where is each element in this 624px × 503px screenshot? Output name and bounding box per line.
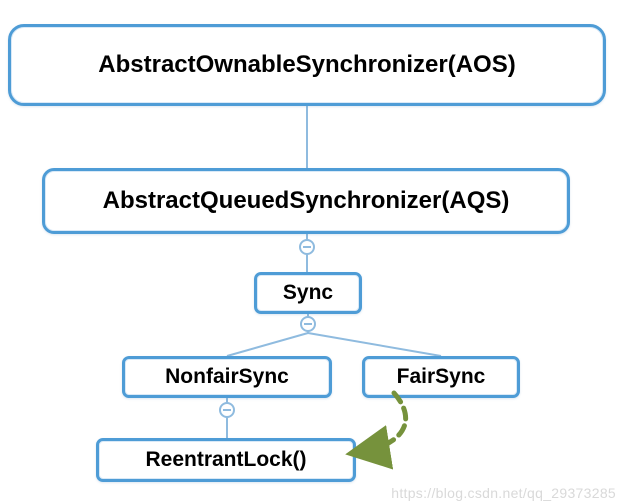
connector-sync-fairsync: [307, 332, 442, 357]
collapse-icon-aqs[interactable]: [299, 239, 315, 255]
connector-sync-nonfairsync: [226, 332, 309, 357]
watermark: https://blog.csdn.net/qq_29373285: [391, 485, 616, 501]
node-label: AbstractQueuedSynchronizer(AQS): [102, 187, 510, 214]
node-label: FairSync: [396, 365, 486, 388]
node-fairsync: FairSync: [362, 356, 520, 398]
node-sync: Sync: [254, 272, 362, 314]
node-reentrantlock: ReentrantLock(): [96, 438, 356, 482]
node-nonfairsync: NonfairSync: [122, 356, 332, 398]
node-label: ReentrantLock(): [145, 448, 307, 471]
node-label: NonfairSync: [165, 365, 289, 388]
collapse-icon-nonfairsync[interactable]: [219, 402, 235, 418]
node-label: AbstractOwnableSynchronizer(AOS): [98, 51, 516, 78]
node-label: Sync: [282, 281, 334, 304]
node-abstract-ownable-synchronizer: AbstractOwnableSynchronizer(AOS): [8, 24, 606, 106]
collapse-icon-sync[interactable]: [300, 316, 316, 332]
dashed-green-arrow: [345, 390, 408, 470]
node-abstract-queued-synchronizer: AbstractQueuedSynchronizer(AQS): [42, 168, 570, 234]
